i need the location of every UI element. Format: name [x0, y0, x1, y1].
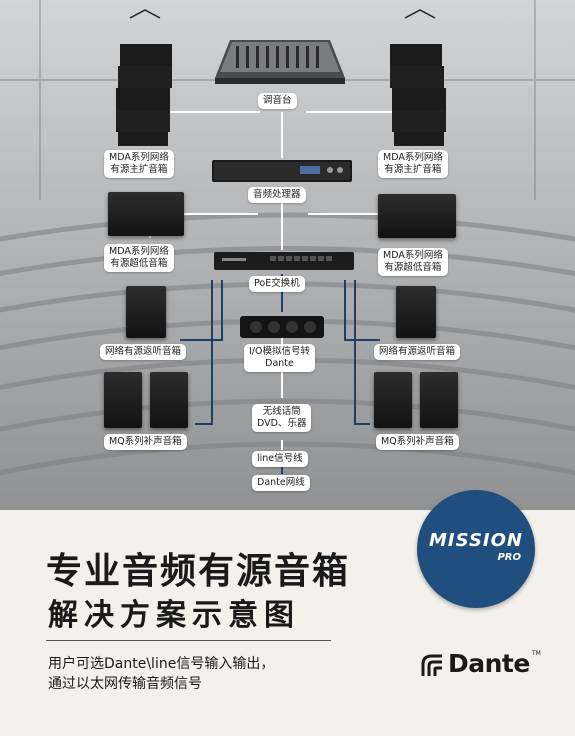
mission-pro-logo: MISSION PRO [417, 490, 535, 608]
dante-wordmark: Dante [448, 649, 530, 678]
page-subtitle: 解决方案示意图 [48, 598, 300, 633]
io-converter-icon [240, 316, 324, 338]
page-title: 专业音频有源音箱 [46, 551, 351, 592]
label-wireless: 无线话筒 DVD、乐器 [252, 404, 312, 432]
audio-processor-icon [212, 160, 352, 182]
right-monitor-speaker-icon [396, 286, 436, 338]
label-mixer: 调音台 [258, 93, 297, 109]
right-subwoofer-icon [378, 194, 456, 238]
label-right-monitor: 网络有源返听音箱 [374, 344, 461, 360]
label-left-main: MDA系列网络 有源主扩音箱 [104, 150, 174, 178]
brand-sub: PRO [497, 552, 521, 563]
label-right-sub: MDA系列网络 有源超低音箱 [378, 248, 448, 276]
left-fill-speaker-a-icon [104, 372, 142, 428]
right-line-array-icon [390, 9, 446, 146]
description: 用户可选Dante\line信号输入输出， 通过以太网传输音频信号 [48, 654, 274, 694]
label-left-fill: MQ系列补声音箱 [104, 434, 187, 450]
right-fill-speaker-a-icon [374, 372, 412, 428]
description-line-1: 用户可选Dante\line信号输入输出， [48, 656, 275, 672]
label-right-fill: MQ系列补声音箱 [376, 434, 459, 450]
left-monitor-speaker-icon [126, 286, 166, 338]
left-fill-speaker-b-icon [150, 372, 188, 428]
dante-tm: TM [532, 650, 541, 657]
description-line-2: 通过以太网传输音频信号 [48, 676, 202, 692]
info-panel: MISSION PRO 专业音频有源音箱 解决方案示意图 用户可选Dante\l… [0, 490, 575, 736]
system-diagram: 调音台 MDA系列网络 有源主扩音箱 MDA系列网络 有源主扩音箱 音频处理器 … [0, 0, 575, 510]
label-poe-switch: PoE交换机 [249, 276, 305, 292]
label-io-converter: I/O模拟信号转 Dante [244, 344, 315, 372]
legend-line-signal: line信号线 [252, 451, 308, 467]
brand-main: MISSION [429, 530, 523, 551]
poe-switch-icon [214, 252, 354, 270]
left-subwoofer-icon [108, 192, 184, 236]
dante-cables [180, 274, 380, 425]
label-right-main: MDA系列网络 有源主扩音箱 [378, 150, 448, 178]
left-line-array-icon [116, 9, 172, 146]
diagram-lines [0, 0, 575, 510]
label-left-sub: MDA系列网络 有源超低音箱 [104, 244, 174, 272]
label-left-monitor: 网络有源返听音箱 [100, 344, 187, 360]
label-processor: 音频处理器 [248, 187, 306, 203]
divider [46, 640, 331, 641]
legend-dante-cable: Dante网线 [252, 475, 310, 491]
right-fill-speaker-b-icon [420, 372, 458, 428]
mixer-console-icon [215, 40, 345, 84]
dante-logo-icon [421, 654, 442, 676]
